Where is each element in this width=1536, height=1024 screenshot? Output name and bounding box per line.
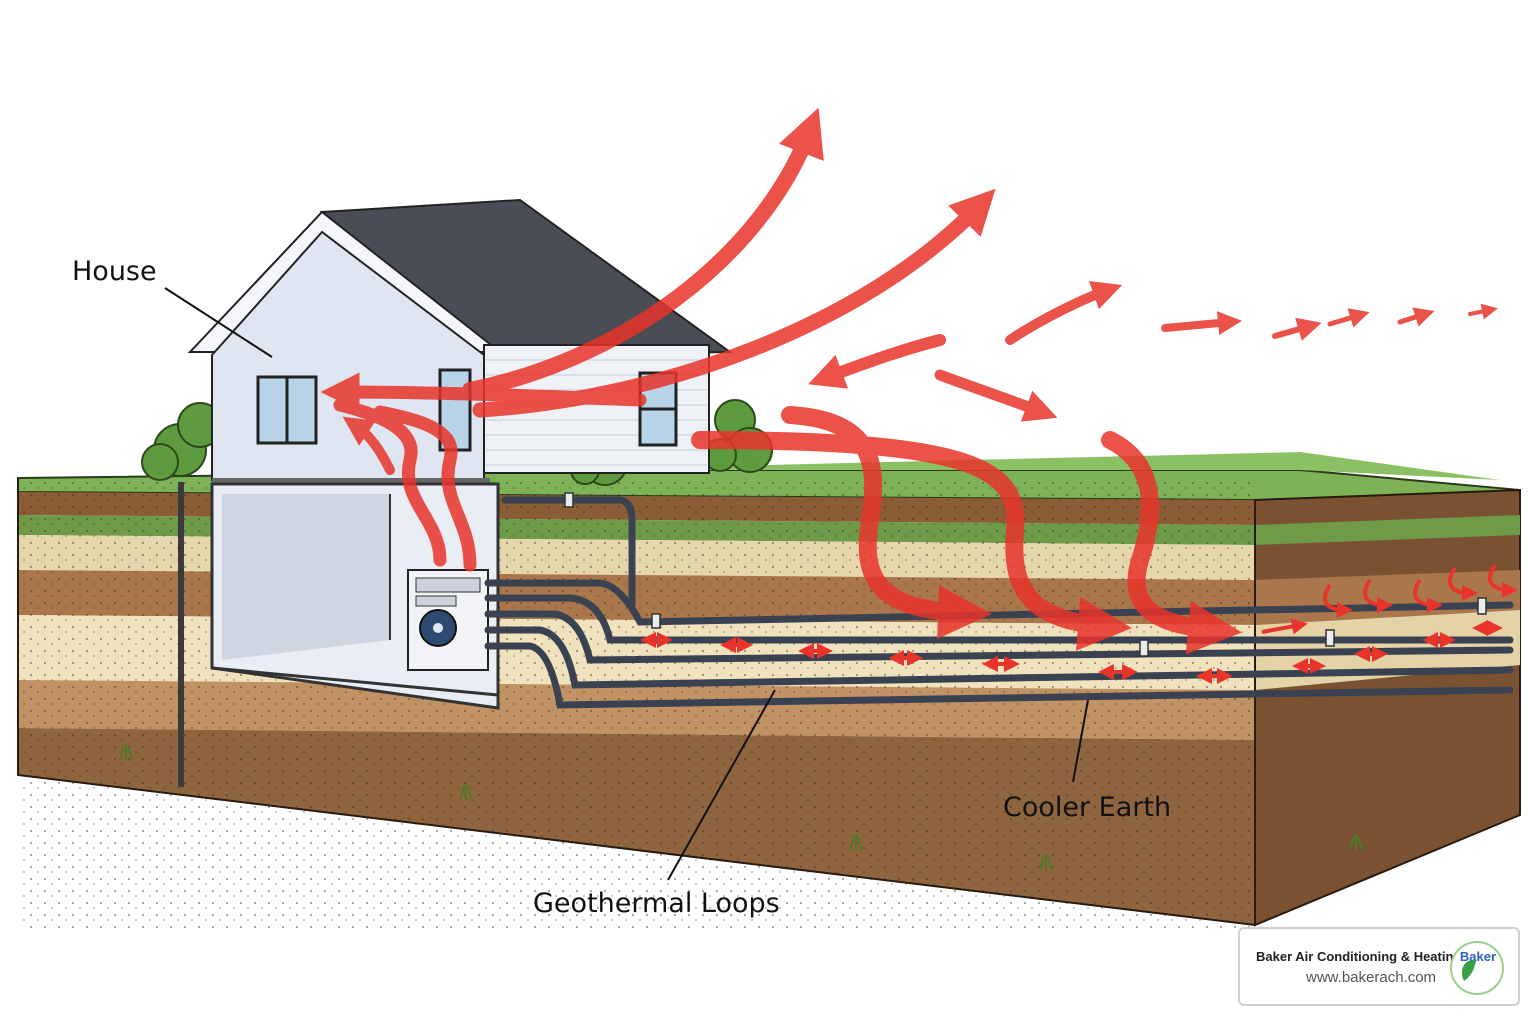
pipe-loop xyxy=(484,626,1514,689)
pipe-loop xyxy=(501,496,636,609)
heat-arrow xyxy=(342,416,395,475)
heat-arrow xyxy=(808,334,946,389)
heat-arrow xyxy=(934,369,1058,422)
heat-arrow xyxy=(691,431,1132,651)
side-heat-arrows xyxy=(1261,563,1518,635)
ground-side-face xyxy=(1254,488,1521,927)
brand-logo-icon: Baker xyxy=(1450,941,1504,995)
heat-arrow xyxy=(373,405,477,572)
heat-arrow xyxy=(462,107,824,398)
heat-arrow xyxy=(1272,317,1322,341)
heat-arrow xyxy=(1327,308,1370,328)
brand-name: Baker Air Conditioning & Heating xyxy=(1256,949,1462,964)
brand-url: www.bakerach.com xyxy=(1306,969,1437,986)
pipe-loop xyxy=(484,579,1514,626)
house-leader xyxy=(164,287,273,358)
cooler-earth-label: Cooler Earth xyxy=(1003,792,1171,823)
heat-arrow xyxy=(1161,311,1242,336)
heat-arrow xyxy=(781,406,992,640)
heat-flow-arrows xyxy=(320,107,1498,655)
geothermal-loops-label: Geothermal Loops xyxy=(533,888,780,919)
house xyxy=(187,198,734,710)
geothermal-pipes xyxy=(484,496,1514,709)
pipe-loop xyxy=(484,642,1514,709)
house-label: House xyxy=(72,256,157,287)
pipe-heat-arrows xyxy=(640,620,1503,684)
brand-card: Baker Air Conditioning & Heating www.bak… xyxy=(1238,927,1520,1006)
heat-arrow xyxy=(1468,303,1498,320)
heat-pump-unit xyxy=(407,569,489,671)
pipe-loop xyxy=(484,610,1514,664)
heat-arrow xyxy=(1101,431,1242,655)
pipe-loop xyxy=(484,594,1514,644)
heat-arrow xyxy=(1397,307,1435,327)
heat-arrow xyxy=(1005,280,1123,345)
geothermal-loops-leader xyxy=(667,689,776,881)
cooler-earth-leader xyxy=(1072,699,1089,783)
brand-logo-text: Baker xyxy=(1460,949,1496,964)
heat-arrow xyxy=(320,372,647,412)
